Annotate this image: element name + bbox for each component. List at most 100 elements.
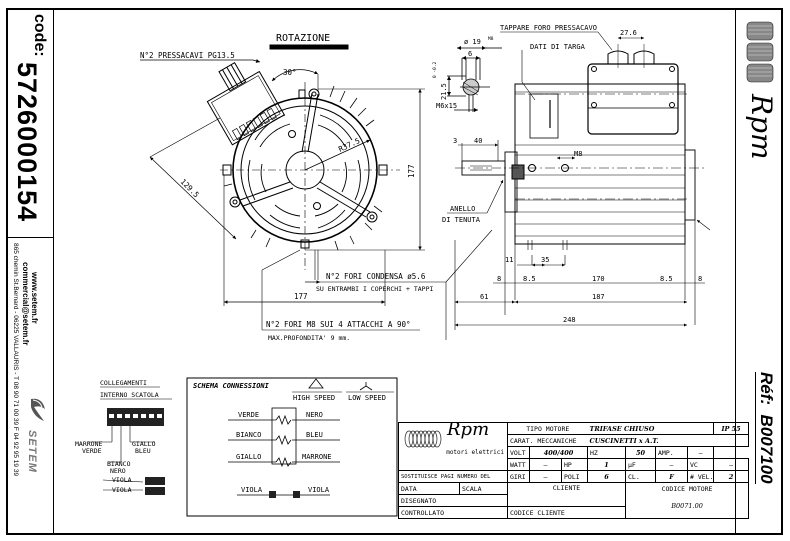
dim-85a: 8.5 — [523, 275, 536, 283]
scheme-viola-left: VIOLA — [241, 486, 263, 494]
cable-glands-note: N°2 PRESSACAVI PG13.5 — [140, 51, 235, 60]
left-strip — [6, 8, 54, 535]
delta-icon — [308, 378, 324, 389]
plug-note: TAPPARE FORO PRESSACAVO — [500, 24, 597, 32]
dim-11: 11 — [505, 256, 513, 264]
volt-label: VOLT — [507, 446, 530, 459]
side-view — [447, 31, 711, 330]
rotation-arrow-bar — [269, 44, 349, 50]
dim-248: 248 — [563, 316, 576, 324]
scala-label: SCALA — [459, 482, 508, 495]
conn-label-viola-2: VIOLA — [112, 486, 132, 494]
scheme-title: SCHEMA CONNESSIONI — [193, 382, 270, 390]
amp-value: – — [687, 446, 715, 459]
vc-label: VC — [687, 458, 715, 471]
right-strip — [735, 8, 783, 535]
rpm-coil-logo-icon — [746, 21, 774, 83]
coil-logo-icon — [404, 430, 442, 448]
hz-value: 50 — [625, 446, 657, 459]
seal-note-2: DI TENUTA — [442, 216, 481, 224]
key-width-label: 6 — [468, 50, 472, 58]
dim-187: 187 — [592, 293, 605, 301]
dim-8b: 8 — [698, 275, 702, 283]
hp-value: 1 — [587, 458, 627, 471]
giri-label: GIRI — [507, 470, 530, 483]
conn-label-bleu: BLEU — [135, 447, 151, 455]
conn-title-2: INTERNO SCATOLA — [100, 391, 159, 399]
shaft-tol-label: M8 — [488, 36, 494, 42]
codice-cliente-label: CODICE CLIENTE — [506, 506, 627, 519]
nvel-value: 2 — [713, 470, 750, 483]
conn-label-nero: NERO — [110, 467, 126, 475]
front-view-labels: ROTAZIONE N°2 PRESSACAVI PG13.5 30° R37.… — [140, 33, 433, 342]
dim-8a: 8 — [497, 275, 501, 283]
dim-85b: 8.5 — [660, 275, 673, 283]
star-icon — [359, 382, 373, 391]
disegnato-label: DISEGNATO — [398, 494, 508, 507]
shaft-height-tol: 0 -0.2 — [432, 61, 438, 78]
vc-value: – — [713, 458, 750, 471]
side-view-labels: TAPPARE FORO PRESSACAVO DATI DI TARGA 27… — [442, 24, 702, 324]
conn-label-viola-1: VIOLA — [112, 476, 132, 484]
cl-label: CL. — [625, 470, 657, 483]
drain-holes-note: N°2 FORI CONDENSA ø5.6 — [326, 272, 426, 281]
high-speed-label: HIGH SPEED — [293, 394, 335, 402]
carat-label: CARAT. MECCANICHE — [506, 434, 588, 447]
watt-value: – — [529, 458, 562, 471]
scheme-right-nero: NERO — [306, 411, 323, 419]
sostituisce-label: SOSTITUISCE PAGI NUMERO DEL — [398, 470, 508, 483]
watt-label: WATT — [507, 458, 530, 471]
cliente-label: CLIENTE — [506, 482, 627, 507]
conn-label-marrone: MARRONE — [75, 440, 102, 448]
drawing-frame — [6, 8, 783, 535]
ip-rating: IP 55 — [713, 422, 750, 435]
poli-value: 6 — [587, 470, 627, 483]
title-brand: Rpm — [447, 422, 490, 440]
scheme-right-marrone: MARRONE — [302, 453, 332, 461]
code-box — [6, 8, 54, 238]
poli-label: POLI — [560, 470, 589, 483]
volt-value: 400/400 — [528, 446, 589, 459]
height-dim-label: 177 — [407, 164, 416, 178]
conn-label-bianco: BIANCO — [107, 460, 131, 468]
dim-170: 170 — [592, 275, 605, 283]
conn-label-verde: VERDE — [82, 447, 102, 455]
dim-35: 35 — [541, 256, 549, 264]
scheme-left-giallo: GIALLO — [236, 453, 261, 461]
diag-dim-label: 129.5 — [179, 177, 201, 199]
hp-label: HP — [560, 458, 589, 471]
low-speed-label: LOW SPEED — [348, 394, 386, 402]
conn-title-1: COLLEGAMENTI — [100, 379, 147, 387]
hz-label: HZ — [587, 446, 627, 459]
giri-value: – — [529, 470, 562, 483]
scheme-left-verde: VERDE — [238, 411, 259, 419]
width-dim-label: 177 — [294, 292, 308, 301]
title-block: Rpm motori elettrici TIPO MOTORE TRIFASE… — [398, 422, 750, 519]
title-brand-sub: motori elettrici — [446, 449, 504, 456]
rotation-label: ROTAZIONE — [276, 33, 330, 44]
codice-motore-value: B0071.00 — [625, 494, 750, 519]
controllato-label: CONTROLLATO — [398, 506, 508, 519]
uf-label: µF — [625, 458, 657, 471]
dim-40: 40 — [474, 137, 482, 145]
mount-holes-note: N°2 FORI M8 SUI 4 ATTACCHI A 90° — [266, 320, 411, 329]
front-view — [140, 44, 493, 340]
dim-61: 61 — [480, 293, 488, 301]
thread-label: M6x15 — [436, 102, 457, 110]
nameplate-note: DATI DI TARGA — [530, 43, 586, 51]
codice-motore-label: CODICE MOTORE — [625, 482, 750, 495]
cl-value: F — [655, 470, 689, 483]
wiring-scheme: SCHEMA CONNESSIONI HIGH SPEED LOW SPEED … — [186, 377, 398, 517]
conn-label-giallo: GIALLO — [132, 440, 156, 448]
amp-label: AMP. — [655, 446, 689, 459]
carat-value: CUSCINETTI x A.T. — [587, 434, 750, 447]
scheme-right-bleu: BLEU — [306, 431, 323, 439]
radius-label: R37.5 — [337, 136, 361, 154]
seal-note-1: ANELLO — [450, 205, 475, 213]
scheme-left-bianco: BIANCO — [236, 431, 261, 439]
data-label: DATA — [398, 482, 460, 495]
setem-bird-logo-icon — [31, 398, 45, 421]
internal-connections: COLLEGAMENTI INTERNO SCATOLA MARRONE VER… — [75, 379, 172, 495]
mount-depth-note: MAX.PROFONDITA' 9 mm. — [268, 334, 350, 342]
